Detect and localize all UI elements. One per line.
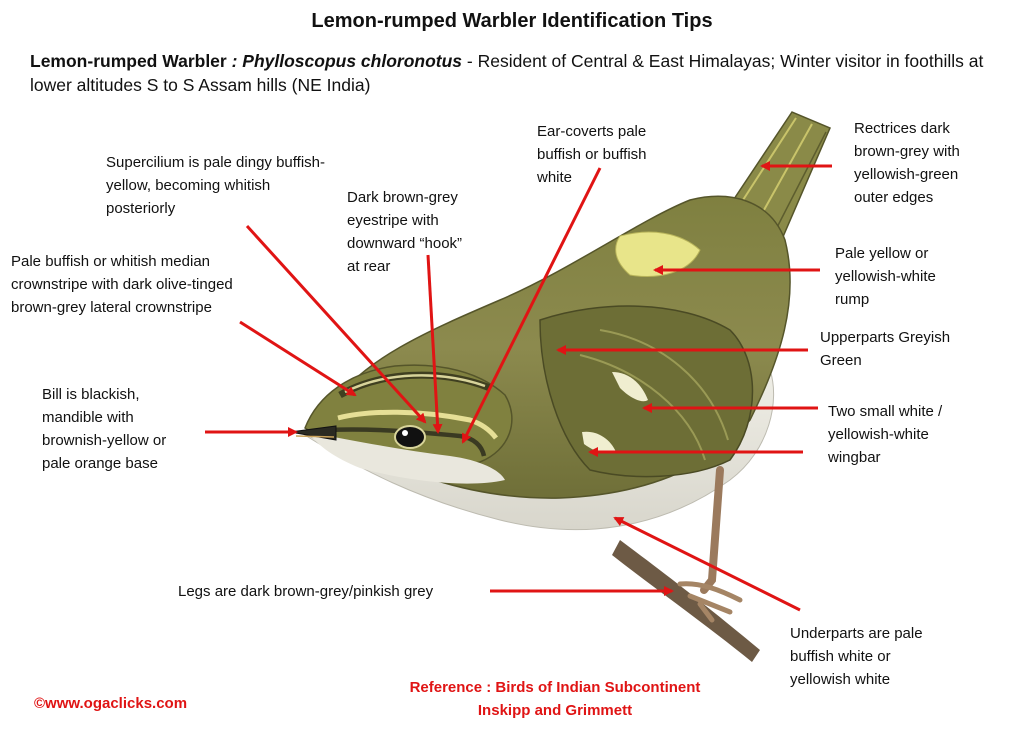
scientific-name: Phylloscopus chloronotus [242, 51, 463, 71]
label-bill: Bill is blackish, mandible with brownish… [42, 386, 167, 472]
common-name: Lemon-rumped Warbler [30, 51, 227, 71]
label-crownstripe: Pale buffish or whitish median crownstri… [11, 253, 233, 316]
label-underparts: Underparts are pale buffish white or yel… [790, 625, 923, 688]
arrow-supercilium [245, 224, 427, 424]
name-separator: : [226, 51, 243, 71]
arrow-crownstripe [239, 320, 357, 397]
branch [612, 540, 760, 662]
range-description: - Resident of Central & East Himalayas; … [30, 51, 984, 95]
arrow-eyestripe [426, 254, 443, 434]
eyestripe [329, 427, 487, 457]
eye [394, 425, 426, 449]
page-title: Lemon-rumped Warbler Identification Tips [311, 10, 713, 32]
wingbar-upper [612, 372, 648, 402]
throat [308, 432, 505, 484]
arrow-ear-coverts [461, 167, 602, 444]
label-upperparts: Upperparts Greyish Green [820, 329, 951, 369]
label-rectrices: Rectrices dark brown-grey with yellowish… [854, 120, 960, 206]
crown-stripe-median [344, 374, 486, 394]
label-wingbar: Two small white / yellowish-white wingba… [828, 403, 943, 466]
label-ear-coverts: Ear-coverts pale buffish or buffish whit… [537, 123, 647, 186]
copyright-notice: ©www.ogaclicks.com [34, 695, 188, 712]
reference-note: Reference : Birds of Indian Subcontinent… [409, 679, 701, 719]
label-eyestripe: Dark brown-grey eyestripe with downward … [347, 189, 463, 275]
foot [677, 581, 743, 623]
supercilium [337, 409, 498, 440]
label-legs: Legs are dark brown-grey/pinkish grey [178, 583, 434, 600]
label-supercilium: Supercilium is pale dingy buffish- yello… [106, 154, 326, 217]
species-intro: Lemon-rumped Warbler : Phylloscopus chlo… [30, 49, 1005, 97]
label-rump: Pale yellow or yellowish-white rump [835, 245, 936, 308]
arrow-underparts [613, 516, 801, 612]
annotation-arrows [205, 161, 832, 612]
